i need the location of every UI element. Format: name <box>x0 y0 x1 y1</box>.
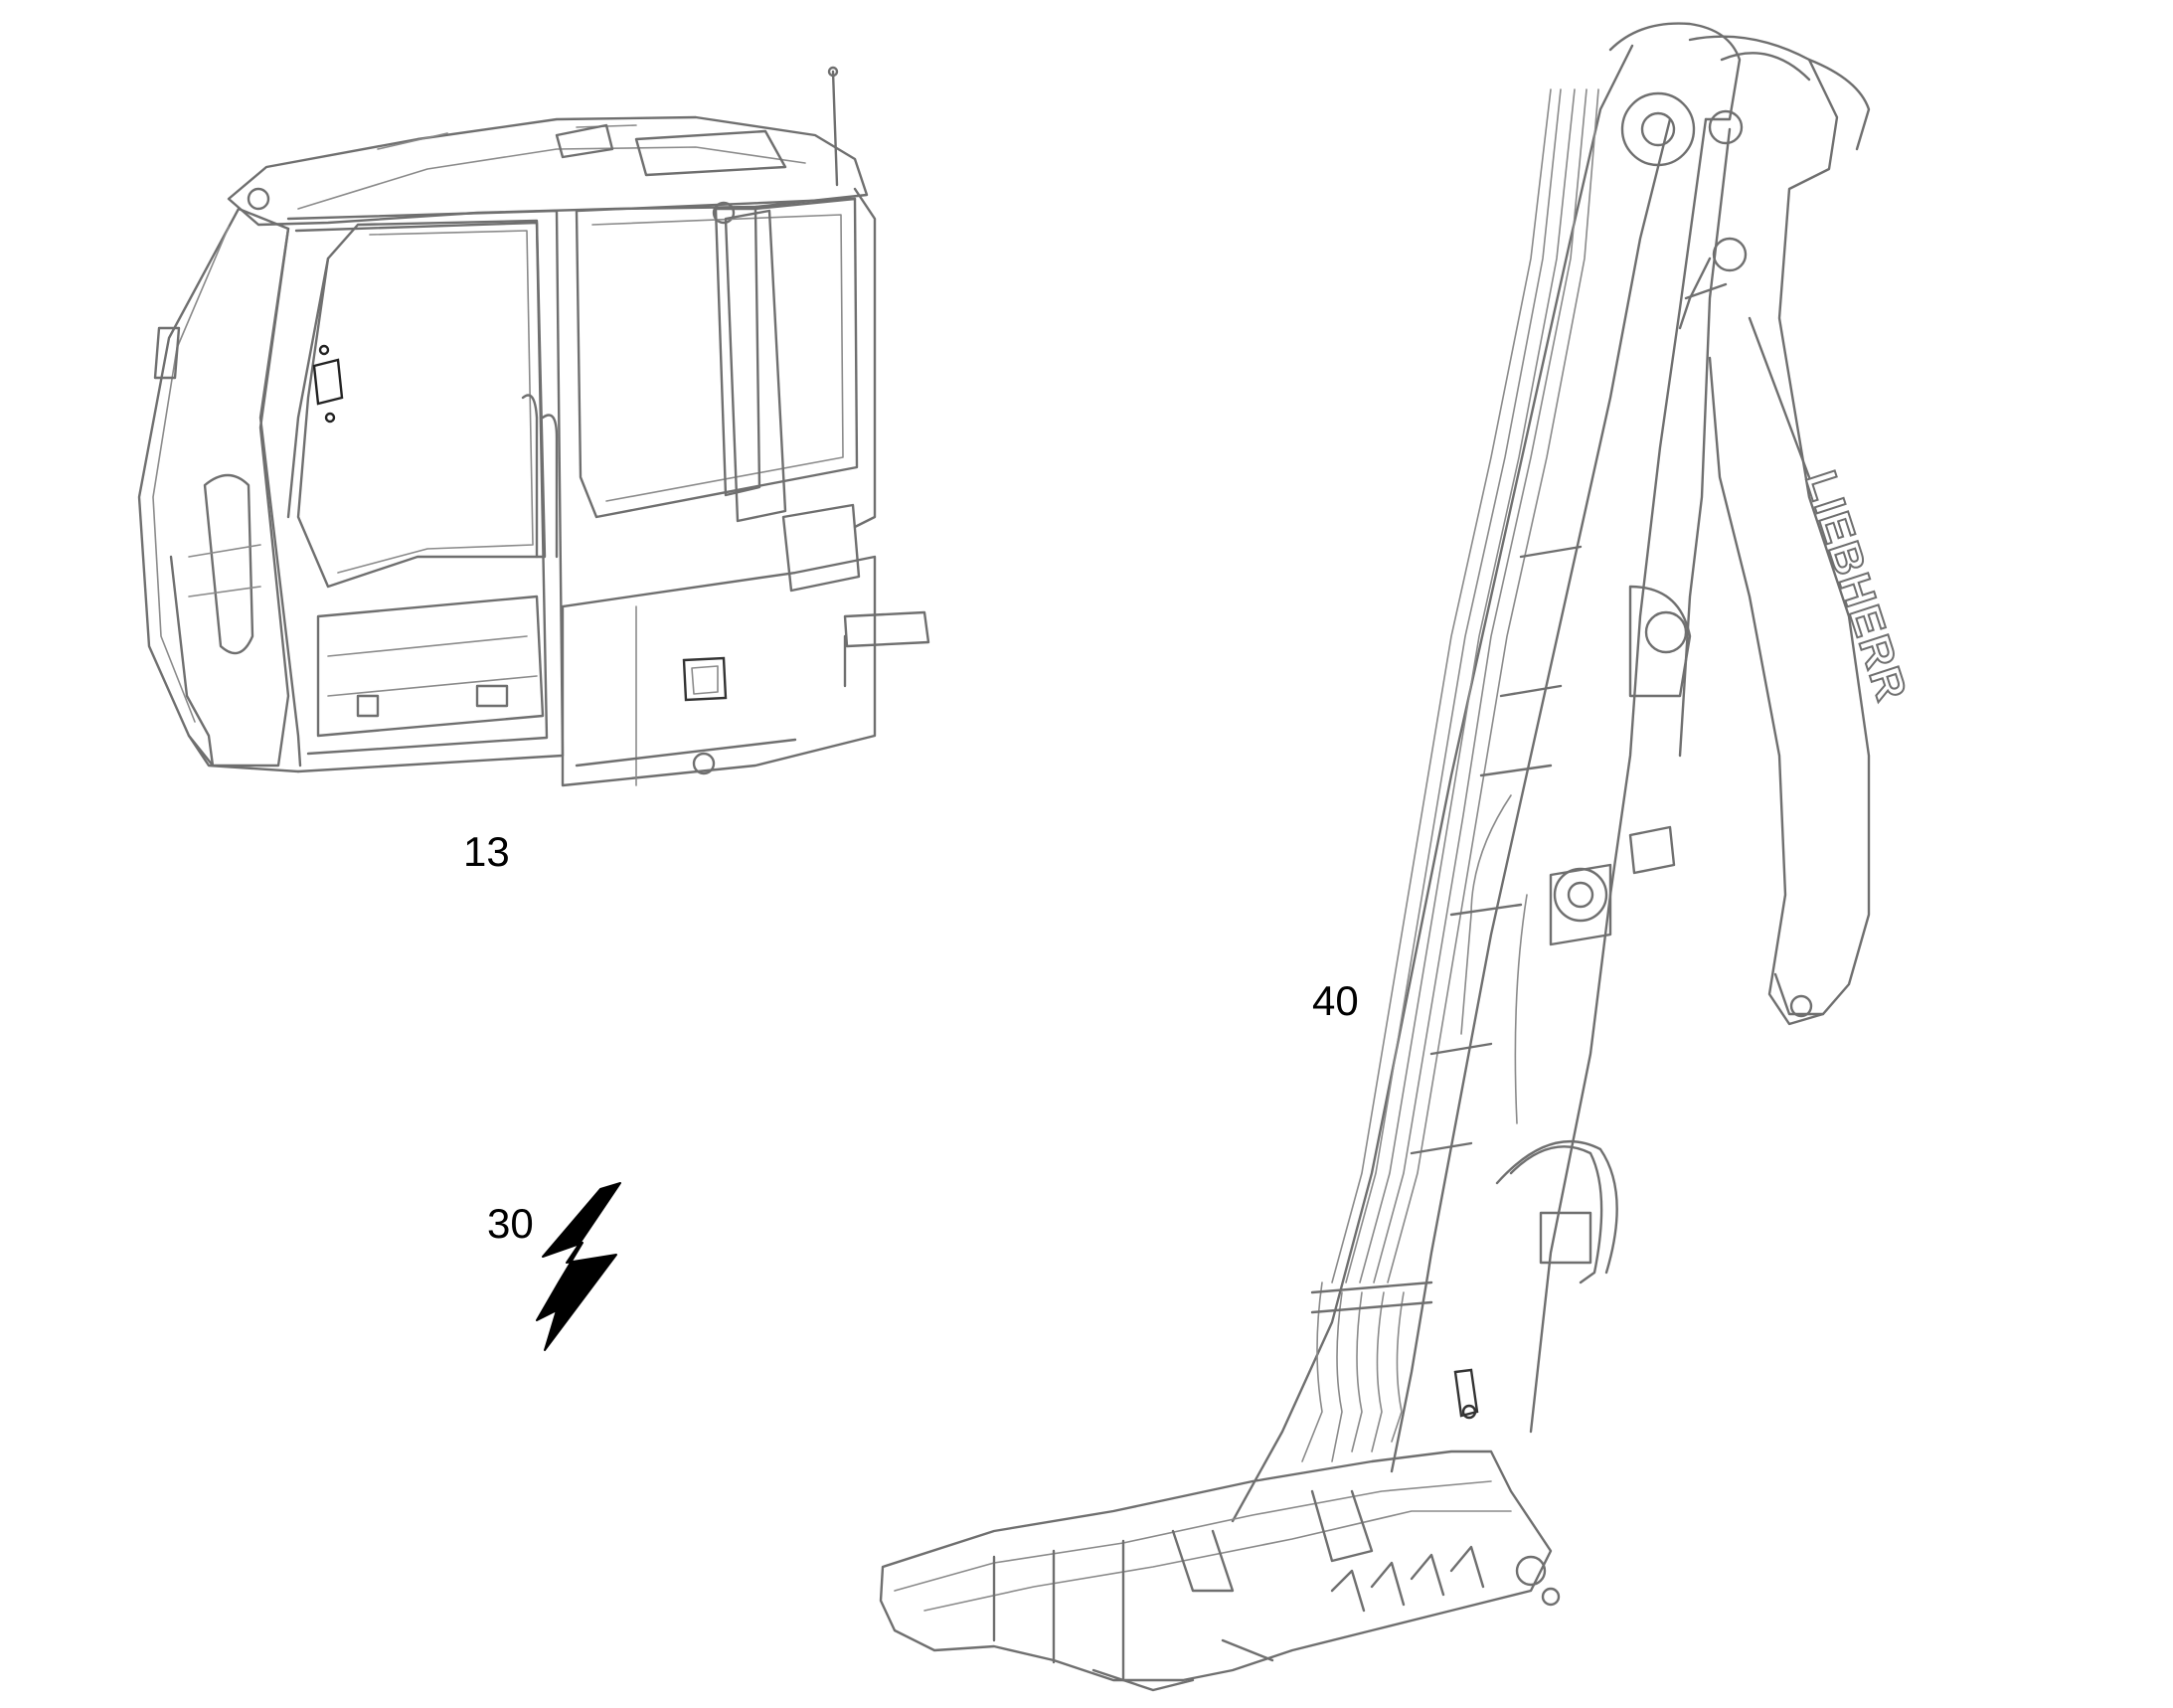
operator-cab-drawing <box>137 66 930 787</box>
boom-attachment-drawing: LIEBHERR <box>879 22 1918 1692</box>
callout-label-electrical: 30 <box>487 1200 534 1247</box>
callout-label-cab: 13 <box>463 828 510 875</box>
lightning-bolt-icon <box>536 1182 621 1351</box>
callout-label-attachment: 40 <box>1312 977 1359 1024</box>
